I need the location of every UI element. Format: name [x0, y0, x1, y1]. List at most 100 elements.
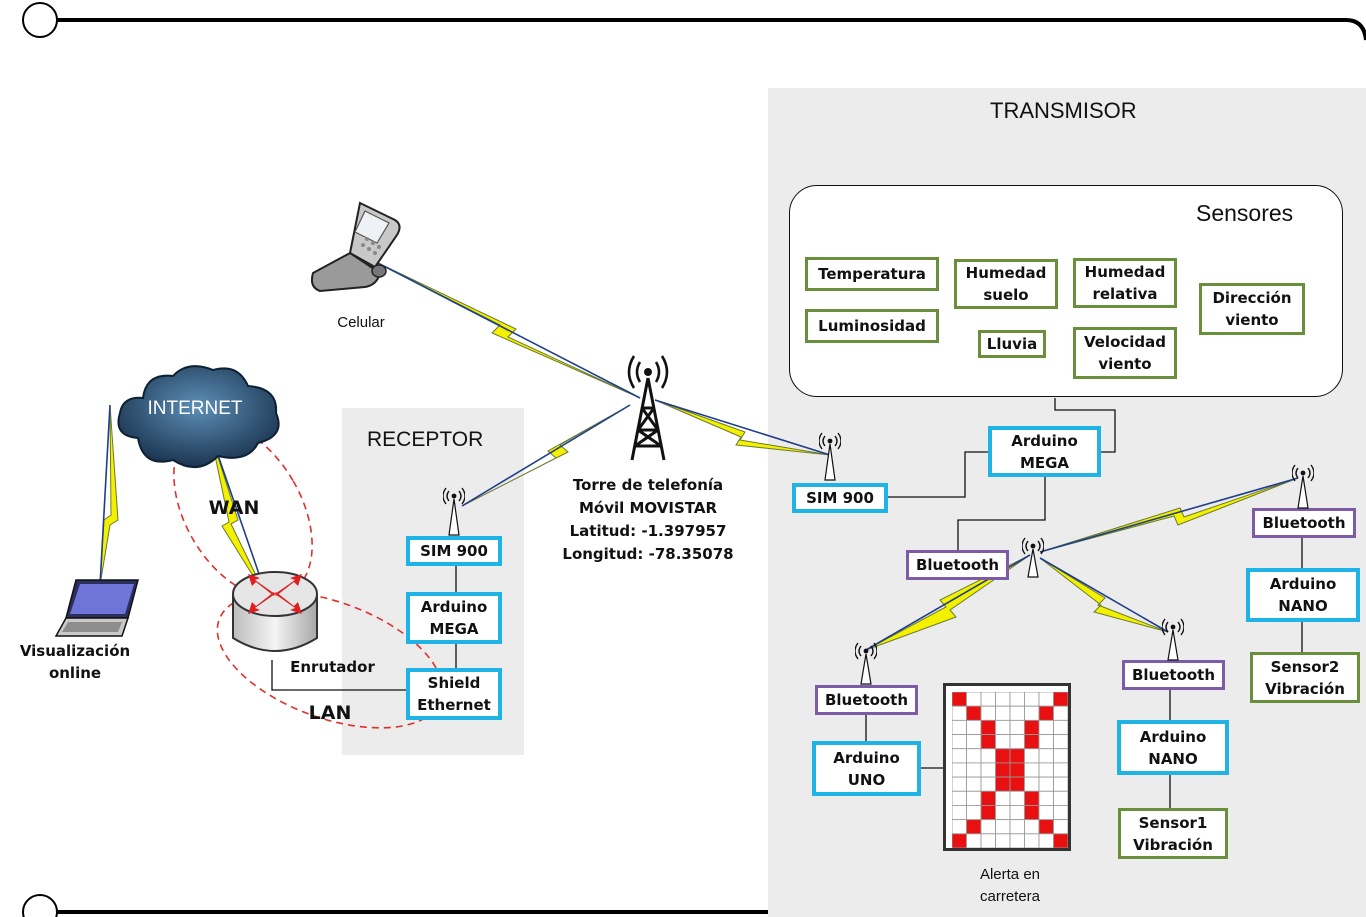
antenna-icon: [1162, 618, 1184, 661]
sensor-direccion-viento: Dirección viento: [1199, 283, 1305, 335]
sensor-luminosidad: Luminosidad: [805, 309, 939, 343]
led-cell: [1009, 705, 1025, 721]
tx-bluetooth-mid: Bluetooth: [1122, 660, 1225, 690]
wan-label: WAN: [208, 497, 260, 519]
tx-arduino-nano-1: Arduino NANO: [1117, 720, 1229, 775]
sensor-humedad-suelo: Humedad suelo: [954, 259, 1058, 309]
led-cell: [1009, 776, 1025, 792]
led-cell: [966, 705, 982, 721]
led-cell: [966, 719, 982, 735]
led-cell: [951, 819, 967, 835]
led-cell: [1024, 705, 1040, 721]
antenna-icon: [1292, 464, 1314, 509]
led-cell: [980, 691, 996, 707]
led-cell: [966, 805, 982, 821]
antenna-icon: [443, 487, 465, 536]
router-label: Enrutador: [290, 658, 375, 676]
led-cell: [980, 705, 996, 721]
led-cell: [966, 819, 982, 835]
alert-matrix: [951, 691, 1069, 849]
led-cell: [980, 734, 996, 750]
transmisor-title: TRANSMISOR: [990, 98, 1137, 123]
wire-router-shield: [271, 660, 408, 691]
sensor-temperatura: Temperatura: [805, 257, 939, 291]
led-cell: [1038, 776, 1054, 792]
led-cell: [966, 833, 982, 849]
lan-label: LAN: [308, 702, 352, 724]
led-cell: [995, 705, 1011, 721]
led-cell: [995, 805, 1011, 821]
led-cell: [980, 748, 996, 764]
led-cell: [1024, 734, 1040, 750]
led-cell: [1038, 748, 1054, 764]
led-cell: [1038, 805, 1054, 821]
cell-phone-icon: [310, 201, 401, 293]
led-cell: [1024, 762, 1040, 778]
led-cell: [1038, 762, 1054, 778]
led-cell: [951, 734, 967, 750]
sensor-humedad-relativa: Humedad relativa: [1073, 258, 1177, 308]
led-cell: [966, 776, 982, 792]
led-cell: [1038, 790, 1054, 806]
led-cell: [1053, 734, 1069, 750]
tx-arduino-uno: Arduino UNO: [812, 741, 921, 796]
led-cell: [1009, 719, 1025, 735]
led-cell: [1024, 833, 1040, 849]
led-cell: [1024, 776, 1040, 792]
led-cell: [980, 819, 996, 835]
led-cell: [1009, 819, 1025, 835]
celular-label: Celular: [337, 314, 385, 331]
led-cell: [980, 762, 996, 778]
led-cell: [1053, 819, 1069, 835]
sensores-title: Sensores: [1196, 200, 1294, 226]
led-cell: [966, 691, 982, 707]
led-cell: [980, 790, 996, 806]
core-hub-bt-mid: [1039, 557, 1169, 633]
top-corner-circle: [22, 2, 58, 38]
tx-arduino-nano-2: Arduino NANO: [1246, 568, 1360, 622]
cell-tower-icon: [627, 355, 669, 461]
led-cell: [1024, 805, 1040, 821]
led-cell: [966, 790, 982, 806]
rx-shield-ethernet: Shield Ethernet: [406, 668, 502, 720]
laptop-label: Visualización online: [19, 642, 131, 682]
rx-arduino-mega: Arduino MEGA: [406, 592, 502, 644]
core-laptop-cloud: [99, 404, 111, 586]
led-cell: [995, 748, 1011, 764]
led-cell: [1009, 790, 1025, 806]
led-cell: [980, 719, 996, 735]
led-cell: [951, 805, 967, 821]
led-cell: [951, 748, 967, 764]
antenna-icon: [855, 642, 877, 685]
core-tower-sim900-tx: [654, 399, 831, 456]
led-cell: [995, 734, 1011, 750]
led-cell: [1038, 691, 1054, 707]
led-cell: [966, 734, 982, 750]
led-cell: [995, 776, 1011, 792]
led-cell: [1053, 833, 1069, 849]
led-cell: [1024, 819, 1040, 835]
led-cell: [1009, 691, 1025, 707]
led-cell: [980, 833, 996, 849]
led-cell: [951, 705, 967, 721]
top-frame-corner: [1345, 18, 1366, 41]
led-cell: [1053, 762, 1069, 778]
sensor-velocidad-viento: Velocidad viento: [1073, 327, 1177, 379]
led-cell: [1053, 691, 1069, 707]
tx-sensor2-vibracion: Sensor2 Vibración: [1250, 652, 1360, 703]
led-cell: [980, 776, 996, 792]
core-celular-tower: [371, 259, 641, 399]
led-cell: [1024, 719, 1040, 735]
laptop-icon: [54, 579, 139, 637]
led-cell: [1009, 734, 1025, 750]
led-cell: [1053, 705, 1069, 721]
led-cell: [1038, 833, 1054, 849]
led-cell: [995, 833, 1011, 849]
core-hub-bt-right: [1039, 477, 1299, 553]
led-cell: [980, 805, 996, 821]
led-cell: [966, 748, 982, 764]
tx-bluetooth-hub: Bluetooth: [906, 550, 1009, 580]
led-cell: [1024, 691, 1040, 707]
antenna-icon: [1022, 537, 1044, 578]
led-cell: [1038, 719, 1054, 735]
